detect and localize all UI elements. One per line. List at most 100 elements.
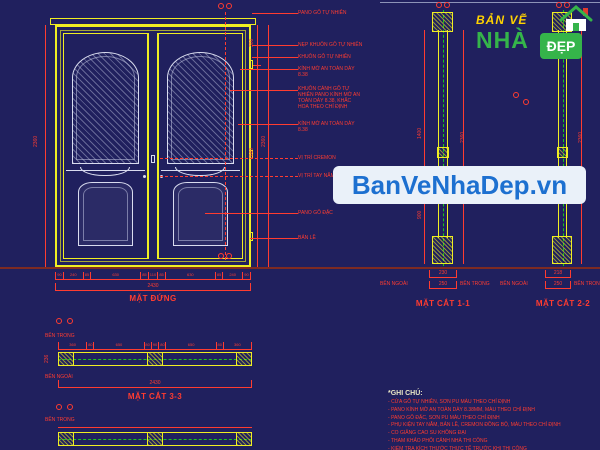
section2-dim-top: 218 xyxy=(545,270,571,278)
section3-dim-total: 2430 xyxy=(58,380,252,388)
detail-callout-icon xyxy=(513,92,519,98)
dim-value: 80 xyxy=(145,342,152,349)
note-item: THAM KHẢO PHỐI CẢNH NHÀ THI CÔNG xyxy=(388,438,598,446)
frame-sill-block xyxy=(432,236,453,264)
annotation-label: KHUÔN GỖ TỰ NHIÊN xyxy=(298,54,351,60)
door-frame xyxy=(55,25,251,267)
side-label-inside: BÊN TRONG xyxy=(460,281,490,287)
dim-tick xyxy=(253,65,261,66)
annotation-label: VỊ TRÍ CREMON xyxy=(298,155,336,161)
section-marker-icon xyxy=(67,318,73,324)
sheet-border-line xyxy=(380,2,600,3)
dim-value: 80 xyxy=(217,342,224,349)
hinge-mark xyxy=(249,60,253,69)
mid-rail-left xyxy=(66,170,145,171)
section-marker-icon xyxy=(56,404,62,410)
lock-rail-block xyxy=(557,147,568,158)
note-item: CO GIĂNG CAO SU KHÔNG ĐẠI xyxy=(388,430,598,438)
centerline xyxy=(563,10,564,266)
leader-line xyxy=(252,45,298,46)
notes-block: *GHI CHÚ: CỬA GỖ TỰ NHIÊN, SƠN PU MÀU TH… xyxy=(388,390,598,450)
section-cut-line xyxy=(225,12,226,260)
dim-value: 360 xyxy=(59,342,88,349)
elevation-title: MẶT ĐỨNG xyxy=(129,294,177,303)
elevation-dim-chain: 90 240 85 630 85 110 85 630 85 240 90 xyxy=(55,272,251,280)
section3-dim-chain: 360 80 650 80 90 80 650 80 360 xyxy=(58,342,252,350)
dim-value: 110 xyxy=(149,272,159,279)
leader-line xyxy=(240,69,298,70)
annotation-label: VỊ TRÍ TAY NẮM xyxy=(298,173,335,179)
section1-dim-top: 230 xyxy=(429,270,457,278)
annotation-label: KÍNH MỜ AN TOÀN DÀY 8.38 xyxy=(298,66,355,78)
lock-rail-block xyxy=(437,147,449,158)
leader-line xyxy=(238,124,298,125)
cremon-mark xyxy=(151,155,155,163)
dim-line xyxy=(581,30,582,264)
door-mullion xyxy=(148,33,158,259)
note-item: KIỂM TRA KÍCH THƯỚC THỰC TẾ TRƯỚC KHI TH… xyxy=(388,446,598,450)
dim-value: 90 xyxy=(244,272,249,277)
dim-value: 90 xyxy=(152,342,160,349)
wood-panel-right-frame xyxy=(178,187,223,241)
frame-head-block xyxy=(432,12,453,32)
side-label-outside: BÊN NGOÀI xyxy=(380,281,408,287)
logo-text-nha: NHÀ xyxy=(476,27,529,53)
section-marker-icon xyxy=(67,404,73,410)
meeting-stile-block xyxy=(147,352,163,366)
side-label-inside: BÊN TRONG xyxy=(45,417,75,423)
dim-value: 240 xyxy=(223,272,243,279)
section-marker-icon xyxy=(444,2,450,8)
door-head-trim xyxy=(50,18,256,25)
dim-value: 80 xyxy=(88,342,95,349)
dim-line-right-2 xyxy=(268,25,269,267)
wood-panel-left-frame xyxy=(83,187,128,241)
dim-value: 240 xyxy=(64,272,84,279)
centerline xyxy=(443,10,444,266)
dim-value: 85 xyxy=(216,272,224,279)
door-leaf-left xyxy=(63,33,148,259)
note-item: CỬA GỖ TỰ NHIÊN, SƠN PU MÀU THEO CHỈ ĐỊN… xyxy=(388,399,598,407)
section2-title: MẶT CẮT 2-2 xyxy=(535,299,591,308)
section-marker-icon xyxy=(564,2,570,8)
detail-callout-icon xyxy=(523,99,529,105)
section-strip xyxy=(438,30,448,238)
door-frame-inner-line xyxy=(60,30,246,262)
dim-line-left xyxy=(45,25,46,267)
side-label-outside: BÊN NGOÀI xyxy=(45,374,73,380)
hinge-mark xyxy=(249,232,253,241)
section-marker-icon xyxy=(556,2,562,8)
section-marker-icon xyxy=(56,318,62,324)
house-icon xyxy=(559,5,593,31)
dim-line-right-1 xyxy=(257,25,258,267)
leader-line xyxy=(230,90,298,91)
side-label-inside: BÊN TRONG xyxy=(574,281,600,287)
dim-value: 85 xyxy=(84,272,92,279)
leader-line xyxy=(250,238,298,239)
dim-line xyxy=(424,30,425,264)
leader-line xyxy=(160,158,298,159)
dim-value: 630 xyxy=(91,272,142,279)
glass-panel-right-frame xyxy=(171,56,230,160)
dim-line xyxy=(58,427,252,428)
logo-badge-dep: ĐẸP xyxy=(540,33,582,59)
leader-line xyxy=(252,57,298,58)
leader-line xyxy=(160,176,298,177)
handle-dot-left xyxy=(143,175,146,178)
section-marker-icon xyxy=(226,3,232,9)
frame-jamb-block xyxy=(236,432,252,446)
section-strip xyxy=(558,30,567,238)
dim-value: 85 xyxy=(141,272,149,279)
dim-line xyxy=(463,30,464,264)
side-label-outside: BÊN NGOÀI xyxy=(500,281,528,287)
frame-sill-block xyxy=(552,236,572,264)
side-label-inside: BÊN TRONG xyxy=(45,333,75,339)
watermark: BanVeNhaDep.vn xyxy=(333,166,586,204)
dim-value: 630 xyxy=(166,272,216,279)
watermark-text: BanVeNhaDep.vn xyxy=(351,169,568,200)
section1-dim-bottom: 250 xyxy=(429,281,457,289)
mid-rail-right xyxy=(161,170,240,171)
